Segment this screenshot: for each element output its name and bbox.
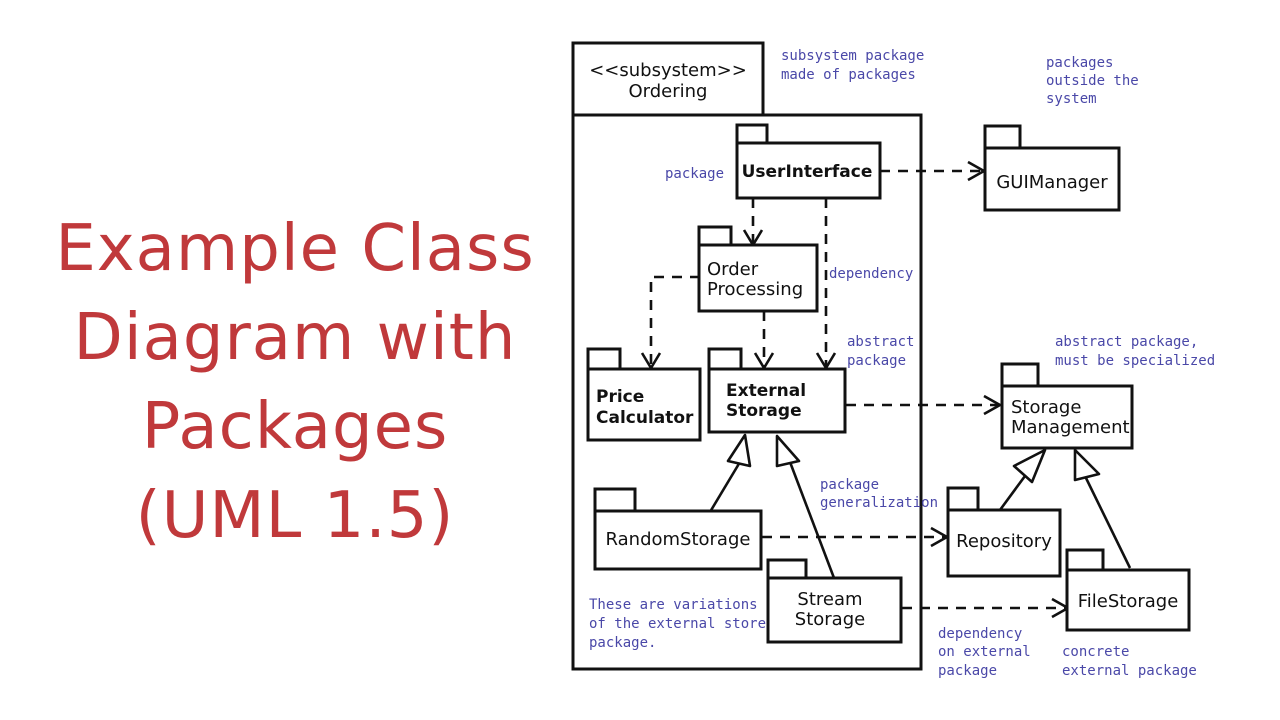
package-label: RandomStorage: [606, 529, 751, 550]
package-tab: [707, 347, 743, 371]
title-line-2: Diagram with: [73, 301, 517, 375]
package-externalstorage: External Storage: [707, 347, 847, 434]
package-tab: [735, 123, 769, 145]
package-label-line-2: Management: [1011, 417, 1130, 438]
subsystem-name: Ordering: [629, 81, 708, 102]
subsystem-stereotype: <<subsystem>>: [589, 60, 747, 81]
package-tab: [946, 486, 980, 512]
package-body: [946, 508, 1062, 578]
note-outside-1: packages: [1046, 55, 1113, 71]
note-dependency-external-2: on external: [938, 644, 1031, 660]
gen-repo-mgmt: [998, 475, 1027, 511]
subsystem-tab: [571, 41, 765, 117]
gen-stream-external-head: [775, 434, 801, 468]
note-subsystem-package-1: subsystem package: [781, 48, 924, 64]
package-tab: [983, 124, 1022, 150]
note-variations-2: of the external store: [589, 616, 766, 632]
diagram-title: Example Class Diagram with Packages (UML…: [40, 205, 550, 561]
package-tab: [697, 225, 733, 247]
dep-order-price: [649, 275, 700, 366]
note-generalization-1: package: [820, 477, 879, 493]
note-dependency-external-3: package: [938, 663, 997, 679]
package-storagemanagement: Storage Management: [1000, 362, 1134, 450]
package-tab: [1065, 548, 1105, 572]
note-dependency: dependency: [829, 266, 913, 282]
note-concrete-1: concrete: [1062, 644, 1129, 660]
package-label-line-2: Calculator: [596, 408, 694, 428]
package-label: GUIManager: [996, 172, 1108, 193]
package-label-line-1: Stream: [797, 589, 862, 610]
package-body: [586, 367, 702, 442]
package-orderprocessing: Order Processing: [697, 225, 819, 313]
package-label-line-2: Storage: [795, 609, 865, 630]
note-variations-1: These are variations: [589, 597, 758, 613]
package-label: Repository: [956, 531, 1052, 552]
package-label-line-2: Processing: [707, 279, 803, 300]
package-label-line-2: Storage: [726, 401, 802, 421]
note-abstract-specialized-2: must be specialized: [1055, 353, 1215, 369]
package-body: [1065, 568, 1191, 632]
package-randomstorage: RandomStorage: [593, 487, 763, 571]
note-outside-3: system: [1046, 91, 1097, 107]
package-tab: [766, 558, 808, 580]
gen-file-mgmt-head: [1073, 448, 1101, 482]
package-tab: [1000, 362, 1040, 388]
package-guimanager: GUIManager: [983, 124, 1121, 212]
package-body: [1000, 384, 1134, 450]
note-dependency-external-1: dependency: [938, 626, 1022, 642]
package-streamstorage: Stream Storage: [766, 558, 903, 644]
package-label-line-1: Price: [596, 387, 644, 407]
note-outside-2: outside the: [1046, 73, 1139, 89]
package-label-line-1: Order: [707, 259, 759, 280]
package-label: FileStorage: [1078, 591, 1179, 612]
note-abstract-2: package: [847, 353, 906, 369]
package-label-line-1: Storage: [1011, 397, 1081, 418]
package-filestorage: FileStorage: [1065, 548, 1191, 632]
gen-stream-external: [788, 461, 836, 579]
note-variations-3: package.: [589, 635, 656, 651]
note-abstract-1: abstract: [847, 334, 914, 350]
gen-file-mgmt: [1084, 477, 1132, 569]
note-abstract-specialized-1: abstract package,: [1055, 334, 1198, 350]
package-body: [593, 509, 763, 571]
package-body: [735, 141, 882, 200]
package-body: [707, 367, 847, 434]
note-subsystem-package-2: made of packages: [781, 67, 916, 83]
package-tab: [593, 487, 637, 513]
gen-repo-mgmt-head: [1012, 448, 1047, 484]
note-generalization-2: generalization: [820, 495, 938, 511]
dep-external-mgmt-head: [983, 394, 1002, 416]
package-pricecalculator: Price Calculator: [586, 347, 702, 442]
title-line-1: Example Class: [55, 212, 535, 286]
package-body: [697, 243, 819, 313]
note-concrete-2: external package: [1062, 663, 1197, 679]
title-line-3: Packages: [141, 390, 449, 464]
package-body: [983, 146, 1121, 212]
gen-random-external-head: [726, 433, 752, 468]
gen-random-external: [708, 461, 742, 513]
package-userinterface: UserInterface: [735, 123, 882, 200]
annotations: subsystem package made of packages packa…: [589, 48, 1215, 679]
package-label: UserInterface: [742, 162, 873, 182]
package-tab: [586, 347, 622, 371]
note-package: package: [665, 166, 724, 182]
package-label-line-1: External: [726, 381, 806, 401]
title-line-4: (UML 1.5): [135, 479, 455, 553]
package-repository: Repository: [946, 486, 1062, 578]
package-body: [766, 576, 903, 644]
